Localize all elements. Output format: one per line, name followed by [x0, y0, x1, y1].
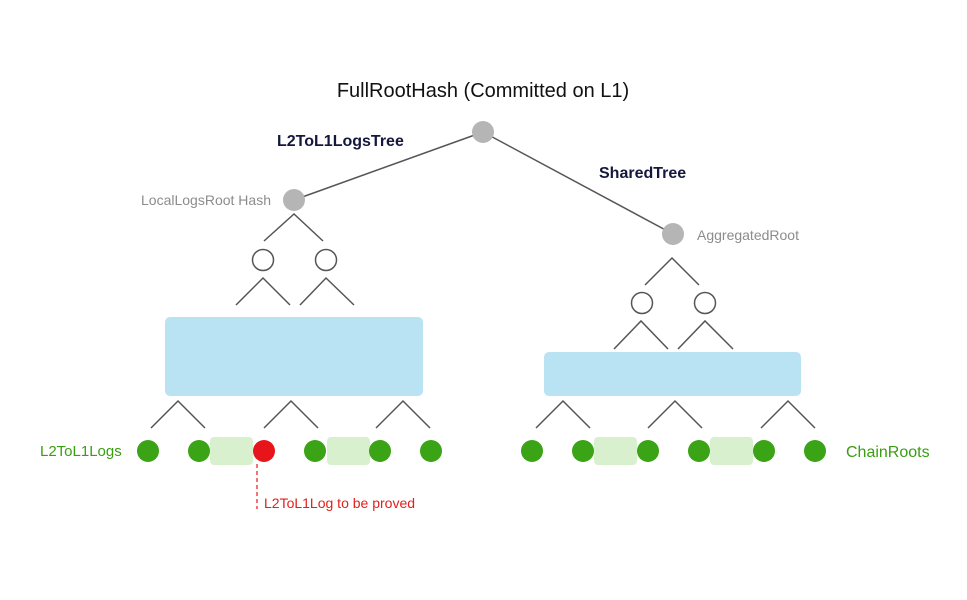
- left-tree-label: L2ToL1LogsTree: [277, 133, 404, 150]
- left-leaves-label: L2ToL1Logs: [40, 443, 122, 460]
- left-subtree-box: [165, 317, 423, 396]
- left-leaf-6: [420, 440, 442, 462]
- local-logs-root-node: [283, 189, 305, 211]
- left-leaf-branch-1: [150, 399, 206, 429]
- right-inner-node-2: [693, 291, 717, 315]
- right-tree-label: SharedTree: [599, 165, 686, 182]
- right-leaf-branch-3: [760, 399, 816, 429]
- right-proof-highlight-2: [710, 437, 753, 465]
- left-leaf-proved: [253, 440, 275, 462]
- right-inner-branch-2: [677, 319, 734, 350]
- left-inner-branch-1: [235, 276, 291, 306]
- local-logs-root-label: LocalLogsRoot Hash: [141, 192, 271, 208]
- edge-root-to-aggregated: [482, 131, 674, 235]
- left-leaf-5: [369, 440, 391, 462]
- right-leaf-6: [804, 440, 826, 462]
- left-leaf-1: [137, 440, 159, 462]
- right-leaf-2: [572, 440, 594, 462]
- left-leaf-branch-2: [263, 399, 319, 429]
- diagram-title: FullRootHash (Committed on L1): [337, 80, 629, 102]
- right-leaf-branch-1: [535, 399, 591, 429]
- right-subtree-box: [544, 352, 801, 396]
- aggregated-root-label: AggregatedRoot: [697, 227, 799, 243]
- left-root-branch: [263, 212, 324, 242]
- right-inner-node-1: [630, 291, 654, 315]
- edge-root-to-local: [293, 131, 484, 201]
- right-leaf-3: [637, 440, 659, 462]
- right-leaf-5: [753, 440, 775, 462]
- full-root-node: [472, 121, 494, 143]
- left-inner-node-2: [314, 248, 338, 272]
- left-leaf-branch-3: [375, 399, 431, 429]
- right-leaves-label: ChainRoots: [846, 444, 930, 461]
- left-proof-highlight-1: [210, 437, 253, 465]
- left-leaf-4: [304, 440, 326, 462]
- right-leaf-1: [521, 440, 543, 462]
- left-inner-branch-2: [299, 276, 355, 306]
- left-inner-node-1: [251, 248, 275, 272]
- aggregated-root-node: [662, 223, 684, 245]
- left-proof-highlight-2: [327, 437, 370, 465]
- right-inner-branch-1: [613, 319, 669, 350]
- left-leaf-2: [188, 440, 210, 462]
- right-leaf-4: [688, 440, 710, 462]
- right-proof-highlight-1: [594, 437, 637, 465]
- right-root-branch: [644, 256, 700, 286]
- right-leaf-branch-2: [647, 399, 703, 429]
- proved-leaf-label: L2ToL1Log to be proved: [264, 495, 415, 511]
